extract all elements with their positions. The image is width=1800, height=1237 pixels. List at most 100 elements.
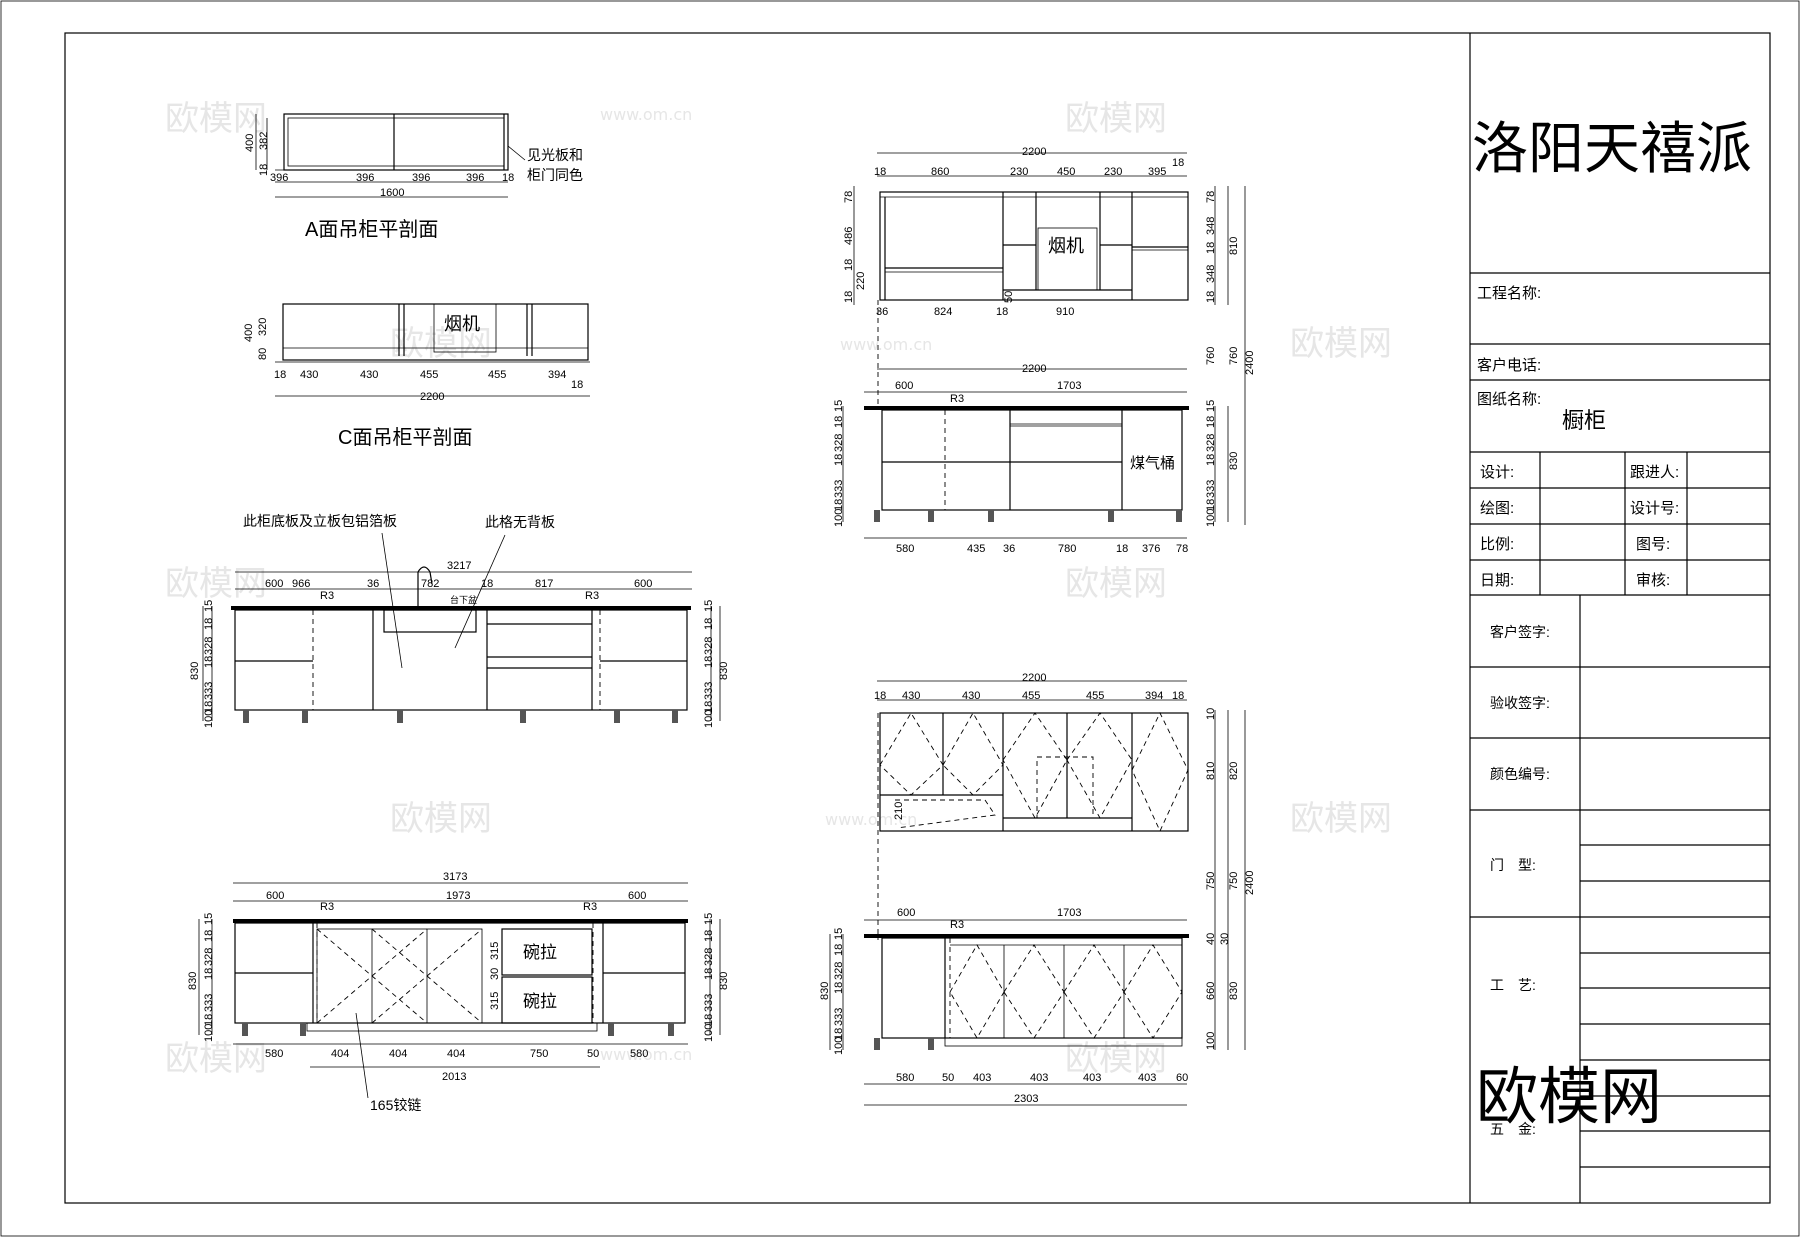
dim: 403 [1030,1072,1048,1084]
drafting-label: 绘图: [1480,500,1514,517]
dim: 18 [203,701,215,713]
cabinet-legs [242,1023,674,1036]
dim: 50 [942,1072,954,1084]
dim: 100 [833,509,845,527]
dim: 18 [843,291,855,303]
dim: 18 [1205,291,1217,303]
r3-label: R3 [585,590,599,602]
title-block: 洛阳天禧派 工程名称: 客户电话: 图纸名称: 橱柜 设计: 跟进人: 绘图: … [1469,33,1770,1203]
dim: 18 [1172,157,1184,169]
dim: 348 [1205,217,1217,235]
dim: 18 [481,578,493,590]
drawer-label: 碗拉 [523,992,557,1011]
watermark: 欧模网 [390,799,492,839]
hood-label: 烟机 [444,314,480,334]
sink-label: 台下盆 [450,594,477,605]
dim: 780 [1058,543,1076,555]
dim: 600 [897,907,915,919]
dim: 210 [893,802,905,820]
dim: 830 [1228,452,1240,470]
dim: 860 [931,166,949,178]
dim: 18 [703,930,715,942]
dim: 486 [843,227,855,245]
dim: 435 [967,543,985,555]
r3-label: R3 [950,919,964,931]
drawing-no-label: 图号: [1636,536,1670,553]
hinge-label: 165铰链 [370,1097,421,1113]
note: 此柜底板及立板包铝箔板 [243,513,397,529]
dim: 80 [257,348,269,360]
dim: 450 [1057,166,1075,178]
dim: 50 [587,1048,599,1060]
dim: 18 [703,968,715,980]
dim: 18 [833,499,845,511]
design-no-label: 设计号: [1630,500,1679,517]
dim: 328 [203,637,215,655]
dim: 600 [895,380,913,392]
dim-total: 2200 [1022,146,1046,158]
dim: 580 [896,543,914,555]
dim: 830 [1228,982,1240,1000]
countertop [864,406,1189,410]
dim: 750 [1205,872,1217,890]
watermark-url: www.om.cn [840,335,932,354]
dim: 18 [703,701,715,713]
dim: 315 [489,942,501,960]
dim: 40 [1205,933,1217,945]
review-label: 审核: [1636,572,1670,589]
wall-cabinet [879,191,1189,301]
cabinet-legs [874,1038,934,1050]
view-c-plan: 烟机 18 430 430 455 455 394 18 2200 400 32… [243,303,590,449]
dim: 78 [1205,191,1217,203]
dim: 100 [1205,509,1217,527]
watermark: 欧模网 [1065,99,1167,139]
watermark: 欧模网 [1290,799,1392,839]
dim: 18 [502,172,514,184]
sink-elevation: 此柜底板及立板包铝箔板 此格无背板 3217 600 966 36 782 18… [189,513,730,728]
dim-total: 2200 [1022,672,1046,684]
dim: 10 [1205,708,1217,720]
watermark: 欧模网 [165,99,267,139]
dim: 600 [634,578,652,590]
dim: 230 [1010,166,1028,178]
watermark-layer: 欧模网 www.om.cn 欧模网 欧模网 欧模网 www.om.cn 欧模网 … [165,99,1392,1079]
drawing-name-label: 图纸名称: [1477,391,1541,408]
dim: 15 [833,400,845,412]
drawing-name: 橱柜 [1562,408,1606,433]
dim: 328 [1205,434,1217,452]
dim: 18 [703,1014,715,1026]
dim: 455 [420,369,438,381]
dim: 328 [833,962,845,980]
dim: 455 [488,369,506,381]
dim: 18 [1116,543,1128,555]
dim: 18 [1205,242,1217,254]
dim: 430 [962,690,980,702]
dim: 60 [1176,1072,1188,1084]
dim: 100 [203,1024,215,1042]
dim: 810 [1228,237,1240,255]
dim: 1703 [1057,907,1081,919]
base-cabinet [234,609,688,711]
dim: 396 [270,172,288,184]
hardware-label: 五 金: [1490,1121,1536,1137]
dim: 396 [466,172,484,184]
dim: 78 [843,191,855,203]
dim: 100 [833,1037,845,1055]
dim: 333 [703,994,715,1012]
hood-label: 烟机 [1048,236,1084,256]
dim: 455 [1086,690,1104,702]
dim: 660 [1205,982,1217,1000]
range-hood [1036,756,1094,819]
dim: 18 [833,454,845,466]
dim: 430 [300,369,318,381]
dim: 430 [902,690,920,702]
dim: 18 [703,656,715,668]
dim: 348 [1205,265,1217,283]
hood-wall-elevation: 2200 18 18 860 230 450 230 395 烟机 36 824… [833,146,1256,555]
dim: 315 [489,992,501,1010]
dim: 15 [703,913,715,925]
dim: 376 [1142,543,1160,555]
view-title: C面吊柜平剖面 [338,426,472,449]
project-name-label: 工程名称: [1477,285,1541,302]
